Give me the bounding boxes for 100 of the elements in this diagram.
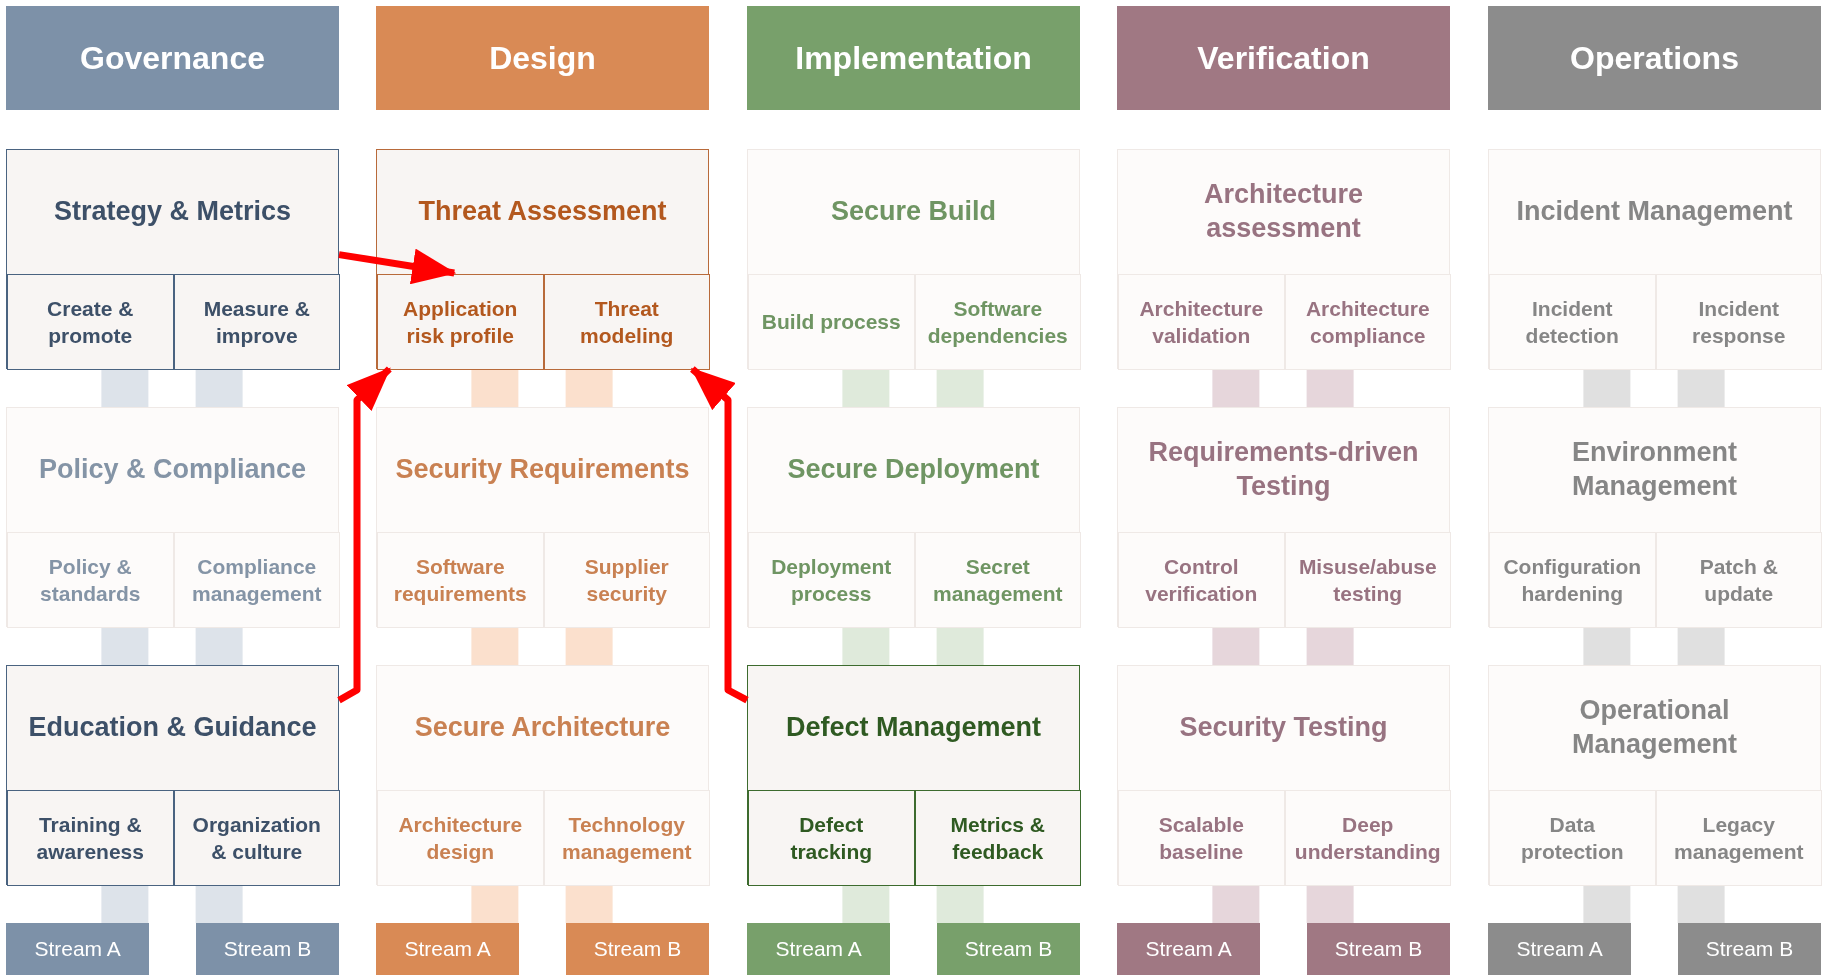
activity-box [1118,274,1285,370]
stream-label: Stream B [964,937,1053,960]
activity-box [1284,274,1451,370]
activity-box [748,274,915,370]
stream-label: Stream A [775,937,862,960]
practice-box [6,665,339,885]
practice-box [1117,149,1450,369]
practice-box [747,149,1080,369]
phase-header [1117,6,1450,110]
practice-title: Secure Architecture [414,711,671,745]
activity-label: Deep understanding [1294,812,1441,863]
stream-connector [1677,885,1725,923]
practice-box [376,407,709,627]
practice-box [747,665,1080,885]
activity-box [173,532,340,628]
activity-box [748,790,915,886]
stream-connector [195,885,243,923]
activity-label: Technology management [561,812,692,863]
activity-label: Defect tracking [790,812,873,863]
activity-box [914,274,1081,370]
practice-title: Security Requirements [395,453,690,487]
activity-box [914,790,1081,886]
arrow [337,366,392,704]
phase-title: Operations [1570,39,1739,76]
activity-box [1118,532,1285,628]
activity-box [377,274,544,370]
stream-connector [565,627,613,665]
stream-label: Stream A [34,937,121,960]
phase-header [6,6,339,110]
stream-bar [565,923,709,975]
activity-box [7,790,174,886]
activity-box [1655,532,1822,628]
stream-connector [936,369,984,407]
stream-connector [101,369,149,407]
practice-title: Secure Deployment [787,453,1040,487]
activity-box [748,532,915,628]
stream-bar [936,923,1080,975]
practice-box [1117,407,1450,627]
practice-title: Environment Management [1570,436,1738,503]
activity-box [1284,790,1451,886]
stream-connector [101,885,149,923]
activity-label: Deployment process [771,554,892,605]
stream-connector [936,885,984,923]
practice-title: Architecture assessment [1202,178,1364,245]
activity-box [1655,790,1822,886]
activity-label: Scalable baseline [1158,812,1244,863]
activity-label: Software dependencies [927,296,1068,347]
activity-box [543,532,710,628]
activity-box [1655,274,1822,370]
arrow [338,248,457,285]
activity-label: Configuration hardening [1503,554,1642,605]
practice-box [1488,407,1821,627]
activity-box [173,274,340,370]
activity-label: Measure & improve [203,296,310,347]
practice-title: Threat Assessment [418,195,667,229]
activity-label: Legacy management [1673,812,1804,863]
stream-connector [1306,885,1354,923]
stream-bar [1306,923,1450,975]
practice-box [1488,149,1821,369]
activity-label: Control verification [1145,554,1258,605]
activity-box [1489,274,1656,370]
activity-label: Secret management [932,554,1063,605]
activity-box [1284,532,1451,628]
practice-box [376,149,709,369]
activity-label: Training & awareness [36,812,144,863]
practice-title: Defect Management [785,711,1042,745]
practice-title: Operational Management [1570,694,1738,761]
stream-connector [842,369,890,407]
stream-bar [1488,923,1632,975]
activity-box [7,274,174,370]
practice-title: Security Testing [1179,711,1388,745]
practice-box [747,407,1080,627]
practice-title: Education & Guidance [28,711,317,745]
stream-connector [195,369,243,407]
activity-label: Supplier security [584,554,669,605]
activity-box [1489,790,1656,886]
activity-label: Incident detection [1525,296,1619,347]
activity-box [543,274,710,370]
stream-connector [101,627,149,665]
stream-label: Stream A [404,937,491,960]
stream-bar [6,923,150,975]
phase-header [747,6,1080,110]
stream-label: Stream B [223,937,312,960]
activity-label: Metrics & feedback [950,812,1045,863]
activity-box [543,790,710,886]
stream-connector [1306,627,1354,665]
stream-bar [195,923,339,975]
stream-bar [1677,923,1821,975]
stream-bar [376,923,520,975]
stream-connector [1212,627,1260,665]
activity-label: Architecture design [398,812,523,863]
stream-connector [1677,369,1725,407]
phase-title: Implementation [795,39,1032,76]
stream-bar [1117,923,1261,975]
stream-connector [1583,885,1631,923]
practice-box [376,665,709,885]
stream-connector [936,627,984,665]
activity-box [7,532,174,628]
stream-label: Stream A [1145,937,1232,960]
activity-box [377,790,544,886]
